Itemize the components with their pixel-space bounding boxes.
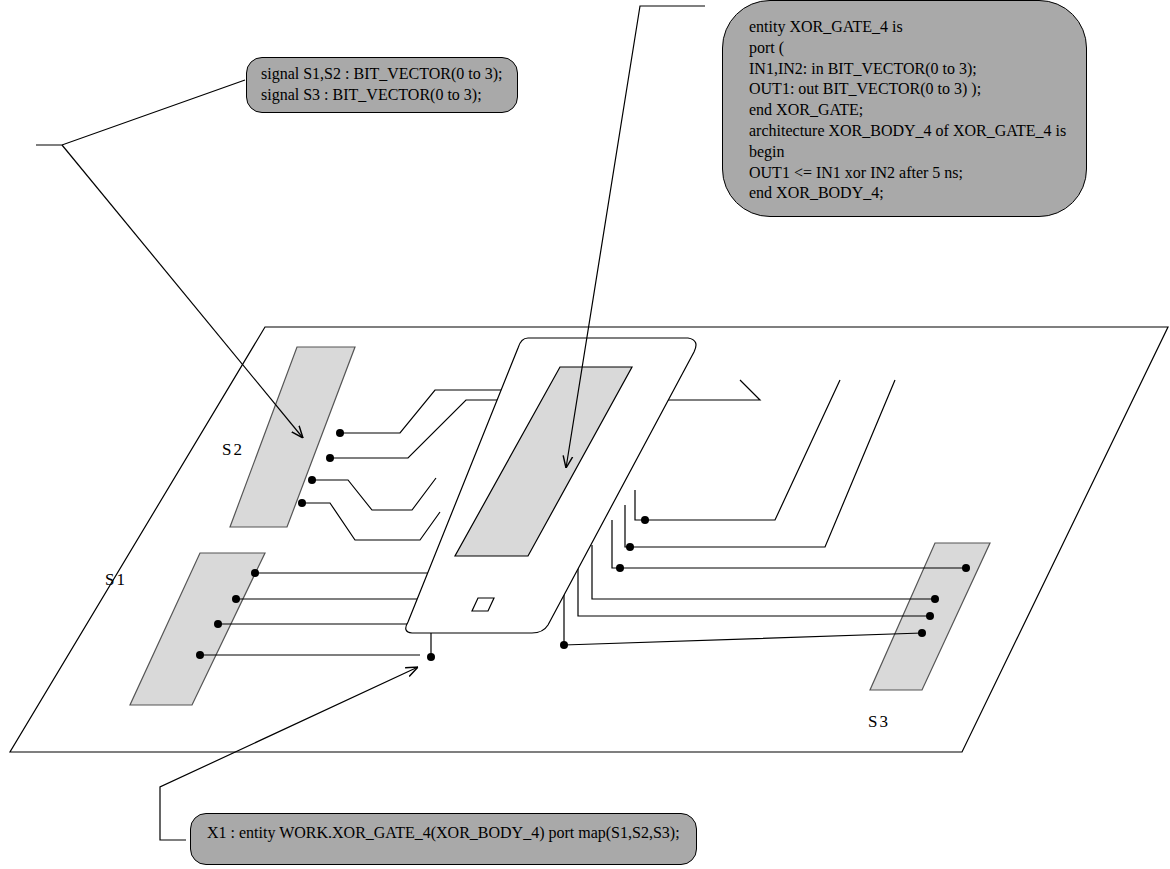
code-line: end XOR_BODY_4; (749, 183, 1066, 204)
wire (218, 623, 415, 624)
code-line: entity XOR_GATE_4 is (749, 17, 1066, 38)
wire (564, 588, 922, 645)
code-line: begin (749, 142, 1066, 163)
code-line: IN1,IN2: in BIT_VECTOR(0 to 3); (749, 59, 1066, 80)
wire (312, 478, 436, 510)
board (10, 327, 1168, 752)
wire (236, 598, 428, 599)
wire (302, 503, 440, 540)
code-line: end XOR_GATE; (749, 100, 1066, 121)
xor-chip (406, 338, 696, 633)
pin-dots (196, 429, 970, 661)
wire (578, 565, 930, 616)
s2-pad (230, 347, 355, 527)
chip-window (455, 367, 632, 556)
leader-line (62, 145, 303, 438)
s1-pad (130, 553, 265, 705)
leader-line (36, 80, 245, 145)
signal-name: S2 (222, 440, 244, 460)
wire (592, 545, 935, 599)
wire (200, 654, 420, 655)
signal-name: S3 (868, 712, 890, 732)
code-line: architecture XOR_BODY_4 of XOR_GATE_4 is (749, 121, 1066, 142)
code-line: signal S1,S2 : BIT_VECTOR(0 to 3); (261, 64, 503, 85)
wire (612, 520, 966, 568)
signal-declaration-callout: signal S1,S2 : BIT_VECTOR(0 to 3);signal… (246, 57, 518, 113)
code-line: X1 : entity WORK.XOR_GATE_4(XOR_BODY_4) … (207, 823, 680, 844)
code-line: OUT1 <= IN1 xor IN2 after 5 ns; (749, 163, 1066, 184)
code-line: signal S3 : BIT_VECTOR(0 to 3); (261, 85, 503, 106)
chip-notch (472, 598, 494, 611)
code-line: OUT1: out BIT_VECTOR(0 to 3) ); (749, 79, 1066, 100)
instantiation-callout: X1 : entity WORK.XOR_GATE_4(XOR_BODY_4) … (190, 813, 697, 865)
entity-code-callout: entity XOR_GATE_4 isport (IN1,IN2: in BI… (722, 0, 1087, 217)
port-lead (430, 633, 431, 657)
code-line: port ( (749, 38, 1066, 59)
wire (255, 572, 440, 573)
signal-name: S1 (105, 570, 127, 590)
leader-line (566, 6, 705, 468)
